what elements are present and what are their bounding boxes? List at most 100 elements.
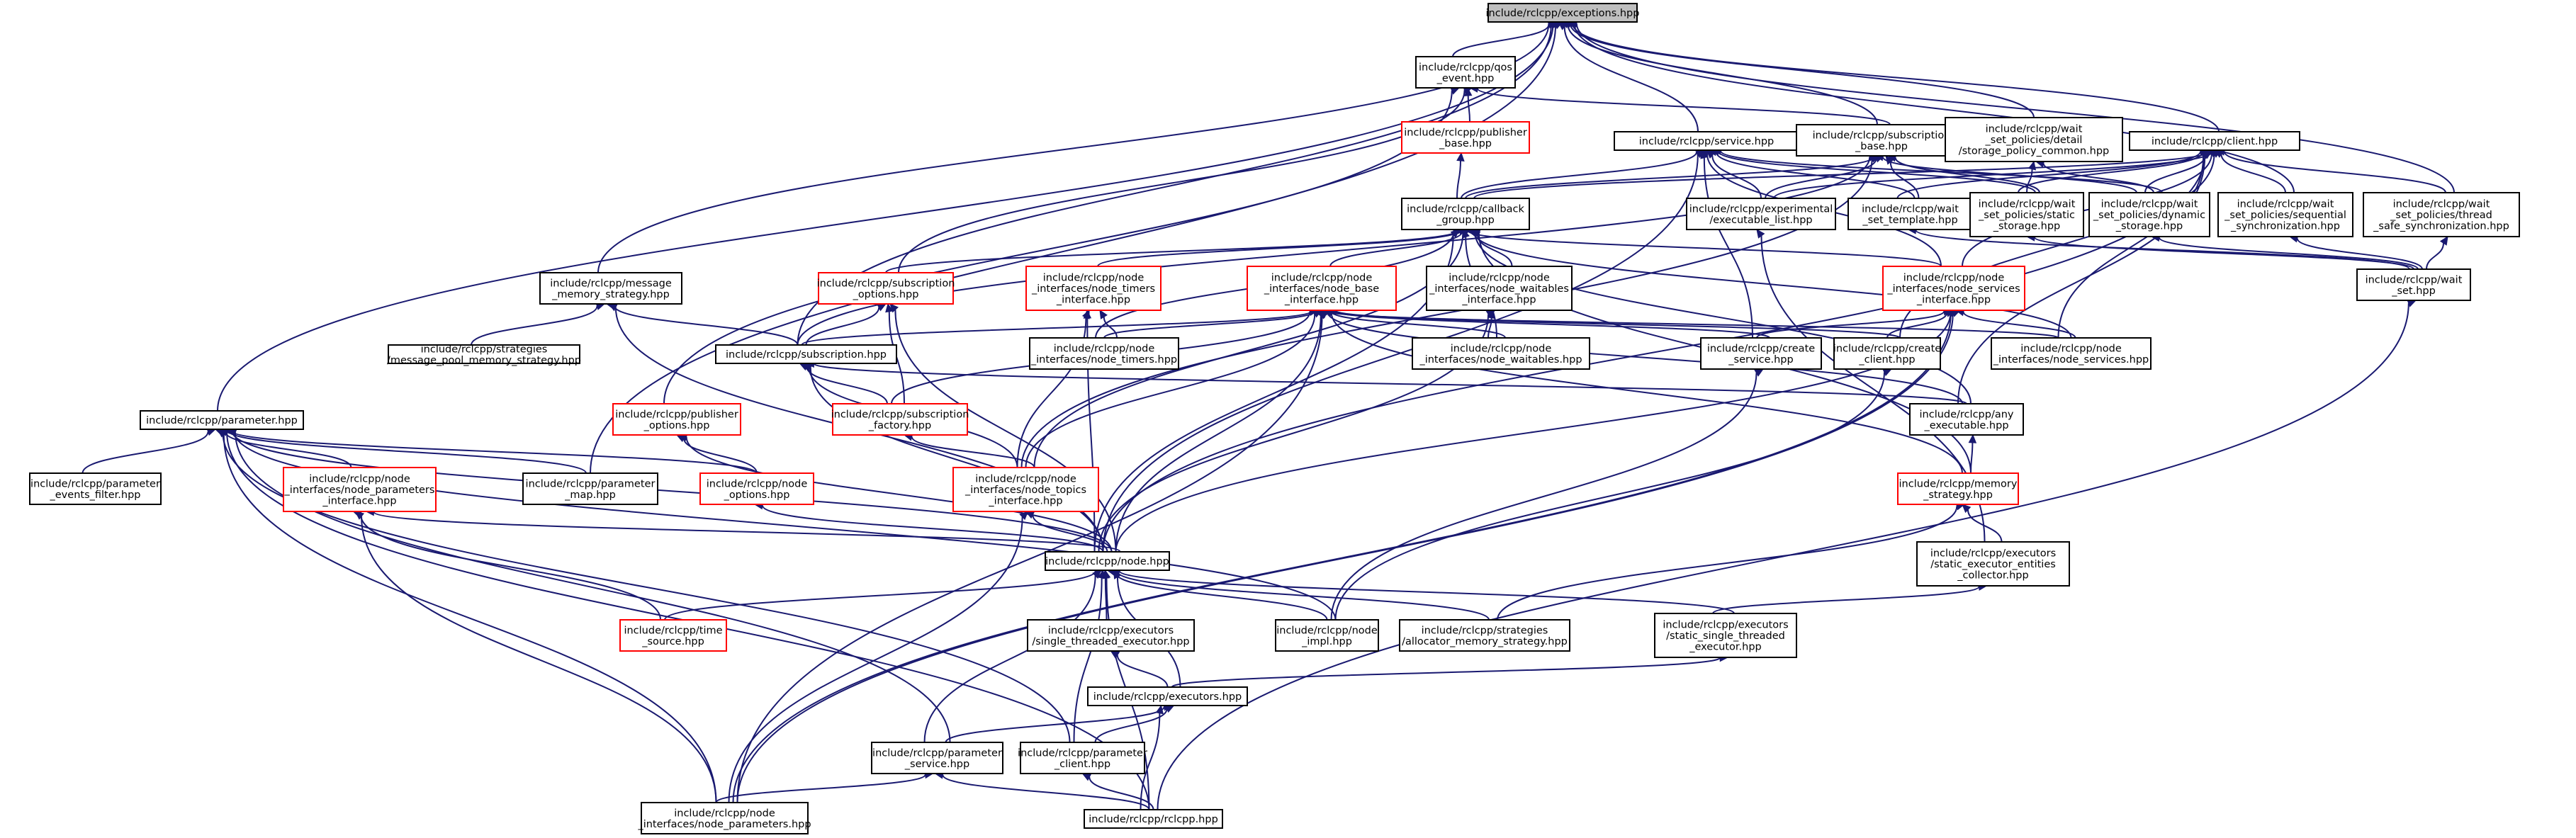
node-static-single-threaded-executor[interactable]: include/rclcpp/executors/static_single_t… [1654, 613, 1797, 658]
node-any-executable[interactable]: include/rclcpp/any_executable.hpp [1909, 403, 2024, 436]
node-static-storage[interactable]: include/rclcpp/wait_set_policies/static_… [1969, 192, 2084, 237]
node-wait-set[interactable]: include/rclcpp/wait_set.hpp [2356, 268, 2471, 301]
edge-rclcpp-to-executors [1140, 704, 1164, 810]
node-box [388, 344, 580, 364]
node-label-line: _interfaces/node_waitables.hpp [1419, 354, 1582, 366]
node-label-line: include/rclcpp/node [975, 474, 1076, 485]
node-client[interactable]: include/rclcpp/client.hpp [2129, 131, 2300, 151]
node-publisher-options[interactable]: include/rclcpp/publisher_options.hpp [612, 403, 741, 436]
edge-wait_set-to-sequential_sync [2288, 234, 2423, 270]
node-label-line: include/rclcpp/executors [1930, 548, 2056, 560]
node-box [2363, 192, 2520, 237]
node-node-services-interface[interactable]: include/rclcpp/node_interfaces/node_serv… [1882, 266, 2025, 311]
node-label-line: _interface.hpp [1461, 295, 1536, 306]
edge-callback_group-to-publisher_base [1456, 152, 1465, 199]
node-parameter-service[interactable]: include/rclcpp/parameter_service.hpp [871, 742, 1003, 774]
edge-static_single_threaded_executor-to-static_executor_entities_collector [1712, 582, 1988, 614]
edge-memory_strategy-to-any_executable [1968, 434, 1977, 474]
edge-sequential_sync-to-client [2213, 149, 2286, 193]
node-node-waitables-interface[interactable]: include/rclcpp/node_interfaces/node_wait… [1426, 266, 1573, 311]
edge-node_topics_interface-to-subscription_factory [903, 433, 1035, 468]
edge-time_source-to-node_parameters_interface [352, 510, 661, 621]
node-label-line: include/rclcpp/node [1451, 343, 1552, 354]
node-parameter-events-filter[interactable]: include/rclcpp/parameter_events_filter.h… [29, 472, 162, 505]
edge-node_impl-to-parameter [225, 426, 1337, 621]
node-memory-strategy[interactable]: include/rclcpp/memory_strategy.hpp [1897, 472, 2019, 505]
node-message-pool-memory-strategy[interactable]: include/rclcpp/strategies/message_pool_m… [387, 344, 581, 366]
node-label-line: _set_policies/sequential [2224, 210, 2346, 221]
node-callback-group[interactable]: include/rclcpp/callback_group.hpp [1401, 198, 1530, 230]
node-node[interactable]: include/rclcpp/node.hpp [1045, 551, 1170, 571]
node-node-base-interface[interactable]: include/rclcpp/node_interfaces/node_base… [1247, 266, 1397, 311]
node-node-timers-interface[interactable]: include/rclcpp/node_interfaces/node_time… [1025, 266, 1162, 311]
node-wait-set-template[interactable]: include/rclcpp/wait_set_template.hpp [1847, 198, 1973, 230]
edge-wait_set-to-thread_safe_sync [2426, 235, 2448, 270]
edge-create_client-to-node_services_interface [1886, 310, 1955, 339]
edge-node_parameters-to-node_services_interface [732, 309, 1959, 803]
node-label-line: _interfaces/node_base [1264, 283, 1379, 295]
node-message-memory-strategy[interactable]: include/rclcpp/message_memory_strategy.h… [539, 272, 682, 305]
node-box [1882, 266, 2025, 311]
node-executors[interactable]: include/rclcpp/executors.hpp [1087, 686, 1248, 706]
node-box [2129, 131, 2300, 151]
node-subscription-factory[interactable]: include/rclcpp/subscription_factory.hpp [831, 403, 969, 436]
node-box [952, 467, 1099, 512]
node-allocator-memory-strategy[interactable]: include/rclcpp/strategies/allocator_memo… [1399, 619, 1570, 652]
node-label-line: _base.hpp [1855, 141, 1908, 152]
node-label-line: _safe_synchronization.hpp [2373, 221, 2509, 232]
node-box [1654, 613, 1797, 658]
node-label-line: include/rclcpp/parameter [872, 747, 1002, 759]
edge-message_pool_memory_strategy-to-message_memory_strategy [471, 302, 606, 346]
edge-node_parameters-to-node_base_interface [736, 310, 1329, 803]
node-create-client[interactable]: include/rclcpp/create_client.hpp [1833, 337, 1941, 370]
node-label-line: include/rclcpp/callback [1407, 203, 1524, 215]
node-node-topics-interface[interactable]: include/rclcpp/node_interfaces/node_topi… [952, 467, 1099, 512]
node-parameter-client[interactable]: include/rclcpp/parameter_client.hpp [1018, 742, 1147, 774]
node-box [522, 472, 658, 505]
node-label-line: _set_template.hpp [1862, 215, 1957, 226]
node-label-line: include/rclcpp/subscription.hpp [726, 349, 887, 361]
node-node-services[interactable]: include/rclcpp/node_interfaces/node_serv… [1991, 337, 2152, 370]
node-box [1412, 337, 1590, 370]
node-node-parameters[interactable]: include/rclcpp/node_interfaces/node_para… [637, 802, 811, 834]
node-node-impl[interactable]: include/rclcpp/node_impl.hpp [1275, 619, 1379, 652]
node-parameter-map[interactable]: include/rclcpp/parameter_map.hpp [522, 472, 658, 505]
node-node-parameters-interface[interactable]: include/rclcpp/node_interfaces/node_para… [283, 467, 437, 512]
node-subscription-options[interactable]: include/rclcpp/subscription_options.hpp [817, 272, 955, 305]
node-storage-policy-common[interactable]: include/rclcpp/wait_set_policies/detail/… [1945, 117, 2123, 162]
node-label-line: include/rclcpp/create [1707, 343, 1815, 354]
node-label-line: _client.hpp [1858, 354, 1915, 366]
node-executable-list[interactable]: include/rclcpp/experimental/executable_l… [1686, 198, 1836, 230]
node-node-options[interactable]: include/rclcpp/node_options.hpp [699, 472, 814, 505]
edge-node_timers-to-node_base_interface [1103, 307, 1323, 339]
node-box [1796, 124, 1967, 157]
node-box [1401, 198, 1530, 230]
node-service[interactable]: include/rclcpp/service.hpp [1614, 131, 1799, 151]
node-label-line: include/rclcpp/time [624, 625, 722, 636]
node-node-timers[interactable]: include/rclcpp/node_interfaces/node_time… [1029, 337, 1179, 370]
node-thread-safe-sync[interactable]: include/rclcpp/wait_set_policies/thread_… [2363, 192, 2520, 237]
node-label-line: _set_policies/dynamic [2093, 210, 2205, 221]
node-node-waitables[interactable]: include/rclcpp/node_interfaces/node_wait… [1412, 337, 1590, 370]
node-rclcpp[interactable]: include/rclcpp/rclcpp.hpp [1084, 809, 1223, 829]
node-label-line: _set_policies/thread [2390, 210, 2492, 221]
node-static-executor-entities-collector[interactable]: include/rclcpp/executors/static_executor… [1916, 541, 2070, 587]
node-subscription-base[interactable]: include/rclcpp/subscription_base.hpp [1796, 124, 1967, 157]
node-create-service[interactable]: include/rclcpp/create_service.hpp [1700, 337, 1822, 370]
node-label-line: /storage_policy_common.hpp [1959, 146, 2110, 157]
node-label-line: _interface.hpp [1916, 295, 1991, 306]
node-qos-event[interactable]: include/rclcpp/qos_event.hpp [1415, 56, 1516, 89]
node-parameter[interactable]: include/rclcpp/parameter.hpp [140, 410, 304, 430]
node-label-line: include/rclcpp/wait [2366, 274, 2463, 285]
node-label-line: include/rclcpp/wait [2101, 199, 2198, 210]
node-time-source[interactable]: include/rclcpp/time_source.hpp [619, 619, 727, 652]
node-label-line: include/rclcpp/subscription [831, 409, 969, 420]
node-publisher-base[interactable]: include/rclcpp/publisher_base.hpp [1401, 121, 1530, 154]
node-label-line: include/rclcpp/rclcpp.hpp [1089, 814, 1218, 825]
node-single-threaded-executor[interactable]: include/rclcpp/executors/single_threaded… [1027, 619, 1195, 652]
node-label-line: _factory.hpp [868, 420, 931, 431]
node-sequential-sync[interactable]: include/rclcpp/wait_set_policies/sequent… [2217, 192, 2353, 237]
node-dynamic-storage[interactable]: include/rclcpp/wait_set_policies/dynamic… [2088, 192, 2210, 237]
node-subscription[interactable]: include/rclcpp/subscription.hpp [715, 344, 897, 364]
node-label-line: include/rclcpp/parameter [1018, 747, 1147, 759]
